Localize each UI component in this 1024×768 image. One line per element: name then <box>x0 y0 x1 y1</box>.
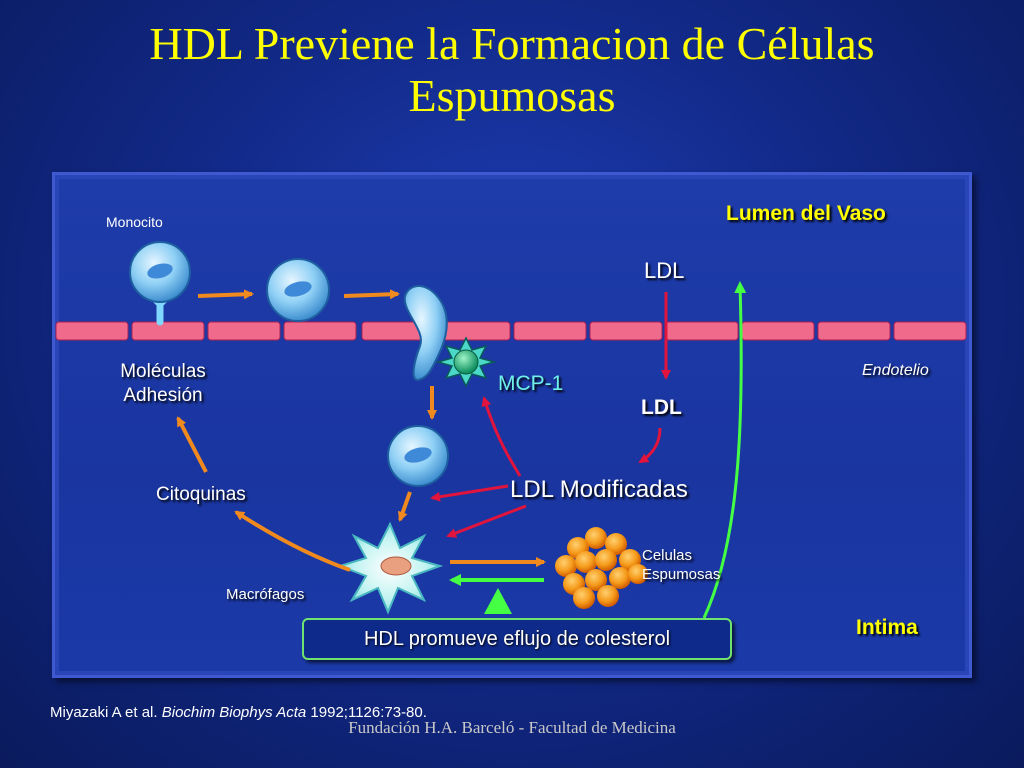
citation-journal: Biochim Biophys Acta <box>161 704 307 721</box>
label-ldl-intima: LDL <box>641 396 682 419</box>
endothelial-cell <box>283 321 357 341</box>
label-macrofagos: Macrófagos <box>226 586 305 603</box>
endothelium-layer <box>55 321 967 341</box>
endothelial-cell <box>437 321 511 341</box>
cytokine-release-arrow <box>234 510 351 572</box>
label-intima: Intima <box>856 616 918 639</box>
foam-cells <box>555 527 648 609</box>
label-endotelio: Endotelio <box>862 362 929 379</box>
modldl-to-monocyte-arrow <box>430 484 509 502</box>
diagram-panel <box>52 172 972 678</box>
label-moleculas: Moléculas <box>120 361 206 382</box>
hdl-efflux-box: HDL promueve eflujo de colesterol <box>302 618 732 660</box>
monocyte-cell <box>266 258 330 322</box>
ldl-modification-arrow <box>638 427 662 464</box>
label-ldl-modificadas: LDL Modificadas <box>510 476 688 503</box>
intimal-monocyte <box>387 425 449 487</box>
hdl-efflux-text: HDL promueve eflujo de colesterol <box>363 627 671 650</box>
endothelial-cell <box>893 321 967 341</box>
hdl-action-triangle <box>484 588 512 614</box>
endothelial-cell <box>55 321 129 341</box>
mcp1-chemokine <box>435 336 497 388</box>
slide-title: HDL Previene la Formacion de Células Esp… <box>0 18 1024 122</box>
citation: Miyazaki A et al. Biochim Biophys Acta 1… <box>50 704 427 721</box>
modldl-to-macrophage-arrow <box>446 504 527 538</box>
label-celulas-espumosas: Celulas Espumosas <box>642 546 720 584</box>
macrophage-cell <box>336 521 444 615</box>
differentiation-arrow <box>397 491 412 522</box>
label-monocito: Monocito <box>106 214 163 230</box>
mcp1-induction-arrow <box>481 396 522 477</box>
endothelial-cell <box>207 321 281 341</box>
migration-arrow <box>343 289 400 300</box>
endothelial-cell <box>131 321 205 341</box>
endothelial-cell <box>589 321 663 341</box>
endothelial-cell <box>665 321 739 341</box>
citation-authors: Miyazaki A et al. <box>50 704 158 721</box>
label-lumen: Lumen del Vaso <box>726 202 886 225</box>
adhesion-induction-arrow <box>176 416 208 473</box>
endothelial-cell <box>513 321 587 341</box>
label-moleculas-adhesion: Moléculas Adhesión <box>108 360 218 408</box>
endothelial-cell <box>741 321 815 341</box>
footer: Fundación H.A. Barceló - Facultad de Med… <box>348 718 676 737</box>
label-adhesion: Adhesión <box>123 385 203 406</box>
label-celulas: Celulas <box>642 547 693 564</box>
label-mcp1: MCP-1 <box>498 372 564 395</box>
label-citoquinas: Citoquinas <box>156 484 246 505</box>
migration-arrow <box>197 289 254 300</box>
label-ldl-lumen: LDL <box>644 258 685 283</box>
monocyte-cell <box>129 241 191 303</box>
hdl-efflux-arrow <box>702 281 747 619</box>
endothelial-cell <box>817 321 891 341</box>
citation-ref: 1992;1126:73-80. <box>310 704 427 721</box>
label-espumosas: Espumosas <box>642 566 721 583</box>
transmigrating-monocyte <box>403 285 448 382</box>
title-line-1: HDL Previene la Formacion de Células <box>149 18 875 69</box>
title-line-2: Espumosas <box>408 70 616 121</box>
